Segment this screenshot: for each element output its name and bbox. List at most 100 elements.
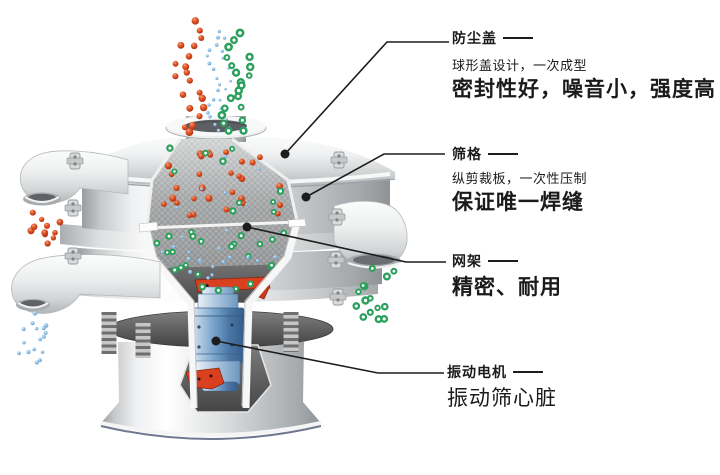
callout-line-mesh-frame xyxy=(246,226,446,263)
blue-particle xyxy=(229,79,232,83)
blue-particle xyxy=(211,98,216,102)
blue-particle xyxy=(43,330,48,335)
green-particle xyxy=(270,208,277,215)
blue-particle xyxy=(207,103,211,107)
blue-particle xyxy=(186,256,191,261)
blue-particle xyxy=(218,98,222,102)
blue-particle xyxy=(222,36,227,40)
callout-sub: 纵剪裁板，一次性压制 xyxy=(452,171,588,186)
blue-particle xyxy=(213,122,217,127)
green-particle xyxy=(239,126,248,135)
callout-line-dust-cover xyxy=(284,41,449,155)
red-particle xyxy=(177,41,185,49)
green-particle xyxy=(352,302,361,310)
green-particle xyxy=(226,94,235,103)
callout-dot-motor xyxy=(211,336,221,346)
red-particle xyxy=(186,104,194,112)
green-particle xyxy=(256,240,264,248)
blue-particle xyxy=(217,29,222,34)
green-particle xyxy=(374,315,383,324)
clamp-icon xyxy=(64,199,82,217)
title-dash xyxy=(488,260,518,262)
blue-particle xyxy=(208,114,212,119)
blue-particle xyxy=(40,350,45,354)
callout-sieve-frame-label: 筛格 纵剪裁板，一次性压制 保证唯一焊缝 xyxy=(452,146,587,215)
green-particle xyxy=(368,264,376,272)
green-particle xyxy=(198,283,207,291)
red-particle xyxy=(174,200,180,206)
callout-emph: 精密、耐用 xyxy=(452,276,562,299)
blue-particle xyxy=(207,61,212,66)
red-particle xyxy=(183,69,190,76)
green-particle xyxy=(245,62,255,72)
blue-particle xyxy=(221,56,225,60)
callout-dots xyxy=(211,149,311,346)
clamp-icon xyxy=(64,247,82,265)
red-particle xyxy=(172,60,179,67)
green-particle xyxy=(229,207,237,215)
red-particle xyxy=(172,73,179,80)
blue-particle xyxy=(38,337,42,342)
dome-cut-edge-right xyxy=(231,137,299,222)
blue-particle xyxy=(223,154,228,159)
blue-particle xyxy=(187,250,191,254)
clamp-icon xyxy=(330,151,348,169)
clamp-icon xyxy=(66,152,84,170)
mesh-shading xyxy=(147,139,297,303)
red-particle xyxy=(182,63,190,71)
blue-particle xyxy=(257,166,261,171)
callout-title: 筛格 xyxy=(452,146,482,162)
blue-particle xyxy=(211,265,215,269)
green-particle xyxy=(202,149,210,157)
green-particle xyxy=(197,238,205,245)
green-particle xyxy=(153,239,161,247)
cut-wall-left xyxy=(142,227,198,409)
red-particle xyxy=(188,121,197,130)
red-particle xyxy=(41,229,49,237)
screen-mesh-edge xyxy=(145,220,298,230)
green-particle xyxy=(270,198,277,205)
callout-line-sieve-frame xyxy=(305,153,445,198)
callout-emph: 密封性好，噪音小，强度高 xyxy=(452,78,716,101)
blue-particle xyxy=(255,258,260,263)
green-particle xyxy=(269,236,276,243)
callout-dot-mesh-frame xyxy=(242,222,252,232)
particles xyxy=(17,17,398,365)
green-particle xyxy=(194,271,202,278)
dome-cut-edge-left xyxy=(145,138,182,228)
red-particle xyxy=(191,195,197,202)
callout-title: 振动电机 xyxy=(447,364,507,380)
callout-motor-label: 振动电机 振动筛心脏 xyxy=(447,364,557,411)
red-particle xyxy=(198,35,205,41)
green-particle xyxy=(182,262,189,269)
callout-title: 网架 xyxy=(452,253,482,269)
blue-particle xyxy=(273,255,278,260)
blue-particle xyxy=(218,83,222,87)
green-particle xyxy=(235,28,245,38)
base-foot-shadow xyxy=(100,425,322,440)
green-particle xyxy=(217,110,227,120)
green-particle xyxy=(171,168,178,175)
blue-particle xyxy=(210,273,214,277)
green-particle xyxy=(245,52,254,62)
green-particle xyxy=(361,296,370,305)
green-particle xyxy=(165,232,173,240)
blue-particle xyxy=(35,326,39,331)
blue-particle xyxy=(216,35,220,40)
green-particle xyxy=(246,280,255,288)
red-particle xyxy=(236,173,242,180)
blue-particle xyxy=(207,48,212,52)
red-particle xyxy=(164,162,172,170)
blue-particle xyxy=(216,88,220,93)
red-particle xyxy=(179,91,187,98)
green-particle xyxy=(390,267,398,275)
blue-particle xyxy=(221,260,226,264)
red-particle xyxy=(199,103,208,112)
blue-particle xyxy=(245,203,248,207)
callout-dot-dust-cover xyxy=(280,149,290,159)
callout-emph: 保证唯一焊缝 xyxy=(452,191,584,214)
green-particle xyxy=(382,272,391,281)
red-particle xyxy=(161,201,167,207)
blue-particle xyxy=(34,360,39,365)
